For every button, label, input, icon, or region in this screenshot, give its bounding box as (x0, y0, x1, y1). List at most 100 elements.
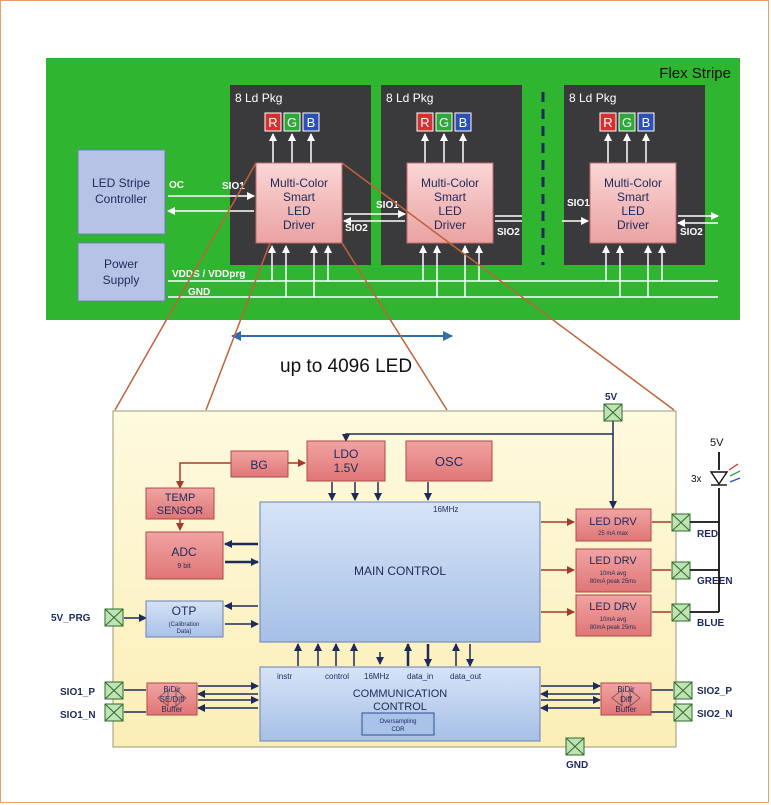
rgb-green-1 (283, 112, 301, 132)
pin-5v-prg (104, 608, 124, 627)
sio1-label-pkg2: SIO1 (376, 200, 399, 211)
rgb-green-3 (618, 112, 636, 132)
pin-sio2-p-label: SIO2_P (697, 686, 732, 697)
sio2-label-pkg3: SIO2 (680, 227, 703, 238)
bidir-left-line2: SE/Diff (160, 695, 186, 704)
driver-2-line1: Multi-Color (421, 176, 479, 190)
led-count-label: 3x (691, 474, 702, 485)
driver-1-line4: Driver (283, 218, 315, 232)
power-rails (168, 245, 718, 298)
buffer-left-triangle-icon (157, 689, 187, 707)
pin-blue-label: BLUE (697, 618, 725, 629)
driver-1-line3: LED (287, 204, 311, 218)
led-drv-blue (575, 594, 652, 637)
vdd-label: VDDS / VDDprg (172, 269, 245, 280)
led-drv-green (575, 548, 652, 593)
bidir-right-line2: Diff (620, 695, 633, 704)
otp-label: OTP (172, 604, 197, 618)
adc-label: ADC (171, 545, 197, 559)
ldo-block (306, 440, 386, 482)
rgb-blue-3 (637, 112, 655, 132)
power-supply (77, 242, 166, 302)
power-label-line2: Supply (103, 273, 140, 287)
pin-sio1-p (104, 681, 124, 700)
package-3-label: 8 Ld Pkg (569, 91, 616, 105)
rgb-blue-2 (454, 112, 472, 132)
rgb-red-2 (416, 112, 434, 132)
buffer-right-triangle-icon (611, 689, 641, 707)
driver-3-line1: Multi-Color (604, 176, 662, 190)
pin-sio2-n (673, 703, 693, 722)
led-drv-3-sub2: 80mA peak 25ms (590, 625, 636, 631)
sio2-label-pkg2: SIO2 (497, 227, 520, 238)
driver-3 (589, 162, 677, 244)
rgb-b-text-2: B (459, 115, 468, 130)
bidir-buffer-left (146, 682, 198, 716)
led-drv-1-label: LED DRV (589, 516, 637, 528)
rgb-b-text-3: B (642, 115, 651, 130)
rgb-g-text-3: G (622, 115, 632, 130)
external-led-wiring (690, 452, 720, 613)
temp-label-line2: SENSOR (157, 505, 204, 517)
rgb-r-text-2: R (420, 115, 429, 130)
led-drv-3-label: LED DRV (589, 601, 637, 613)
osc-block (405, 440, 493, 482)
pin-sio1-n-label: SIO1_N (60, 710, 96, 721)
driver-1 (255, 162, 343, 244)
adc-block (145, 531, 224, 580)
power-label-line1: Power (104, 257, 138, 271)
controller-label-line1: LED Stripe (92, 176, 150, 190)
rgb-green-2 (435, 112, 453, 132)
cdr-label-line2: CDR (392, 727, 406, 733)
pin-red-label: RED (697, 529, 718, 540)
otp-block (145, 600, 224, 638)
led-drv-1-sub: 25 mA max (598, 531, 628, 537)
bidir-left-line3: Buffer (161, 705, 183, 714)
driver-1-line1: Multi-Color (270, 176, 328, 190)
pin-green-label: GREEN (697, 576, 733, 587)
driver-2-line2: Smart (434, 190, 467, 204)
adc-sub-label: 9 bit (177, 563, 190, 570)
pin-gnd (565, 737, 585, 756)
cdr-label-line1: Oversampling (379, 719, 416, 725)
pin-sio2-p (673, 681, 693, 700)
temp-label-line1: TEMP (165, 492, 196, 504)
flex-stripe-title: Flex Stripe (659, 65, 731, 82)
comm-label-line2: CONTROL (373, 701, 427, 713)
package-1-label: 8 Ld Pkg (235, 91, 282, 105)
osc-label: OSC (435, 454, 463, 469)
led-supply-label: 5V (710, 437, 724, 449)
main-control-label: MAIN CONTROL (354, 564, 446, 578)
signal-data-out: data_out (450, 672, 482, 681)
rgb-b-text-1: B (307, 115, 316, 130)
driver-2-line3: LED (438, 204, 462, 218)
bg-label: BG (250, 458, 267, 472)
rgb-red-3 (599, 112, 617, 132)
bidir-right-line3: Buffer (615, 705, 637, 714)
pin-green (671, 561, 691, 580)
bidir-buffer-right (600, 682, 652, 716)
pin-5v-label: 5V (605, 392, 618, 403)
pin-sio2-n-label: SIO2_N (697, 709, 733, 720)
internal-power-wires (176, 459, 671, 616)
otp-sub-line1: (Calibration (169, 622, 200, 628)
pin-sio1-p-label: SIO1_P (60, 687, 95, 698)
signal-control: control (325, 672, 349, 681)
span-label: up to 4096 LED (280, 356, 412, 377)
zoom-lines (114, 162, 675, 411)
internal-signal-wires (124, 421, 673, 745)
clock-16mhz-label: 16MHz (433, 505, 458, 514)
rgb-g-text-1: G (287, 115, 297, 130)
pin-red (671, 513, 691, 532)
driver-2 (406, 162, 494, 244)
signal-16mhz: 16MHz (364, 672, 389, 681)
led-drv-red (575, 508, 652, 542)
rgb-r-text-1: R (268, 115, 277, 130)
led-drv-2-sub2: 80mA peak 25ms (590, 579, 636, 585)
rgb-g-text-2: G (439, 115, 449, 130)
otp-sub-line2: Data) (177, 629, 192, 635)
driver-to-rgb-arrows (269, 133, 650, 163)
led-drv-2-sub1: 10mA avg (600, 571, 627, 577)
gnd-rail-label: GND (188, 287, 210, 298)
